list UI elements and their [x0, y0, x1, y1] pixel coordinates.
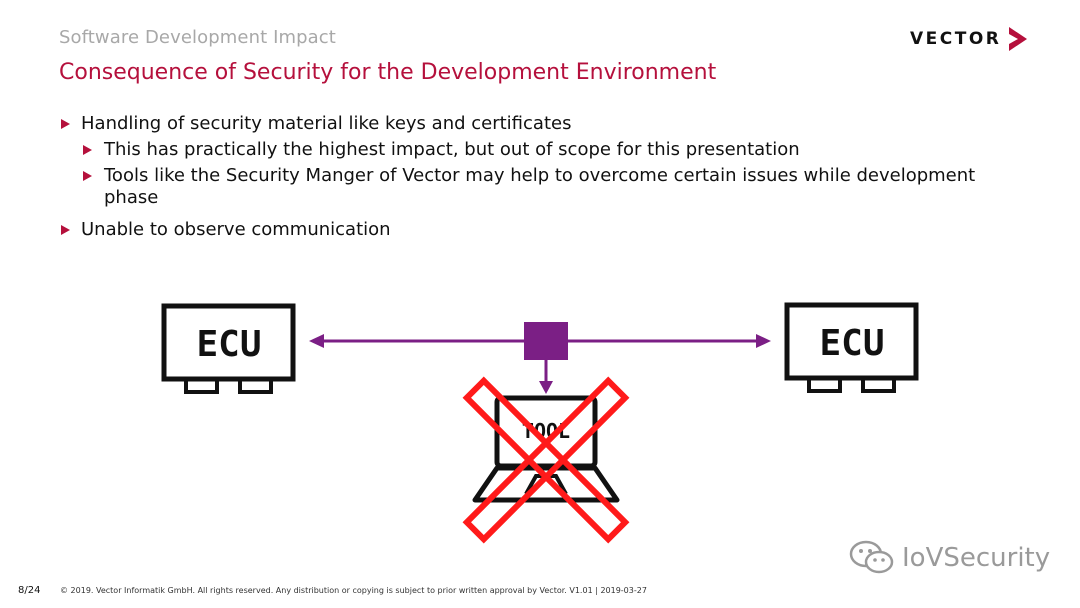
bullet-triangle-icon [61, 119, 70, 129]
bullet-text: This has practically the highest impact,… [104, 139, 800, 160]
ecu-left-label: ECU [196, 324, 261, 365]
bullet-item: Unable to observe communication [59, 219, 1019, 241]
vector-logo: VECTOR [910, 26, 1029, 52]
page-number: 8/24 [18, 585, 41, 596]
slide-title: Consequence of Security for the Developm… [59, 60, 717, 85]
logo-text: VECTOR [910, 29, 1002, 49]
sub-bullet-item: Tools like the Security Manger of Vector… [59, 165, 1019, 209]
chevron-right-icon [1009, 27, 1028, 51]
arrow-right-icon [756, 334, 771, 348]
bullet-triangle-icon [83, 171, 92, 181]
bullet-text: Handling of security material like keys … [81, 113, 572, 134]
tool-laptop: TOOL [472, 395, 620, 503]
bullet-list: Handling of security material like keys … [59, 113, 1019, 245]
ecu-left: ECU [161, 303, 296, 394]
wechat-icon [849, 540, 894, 574]
watermark: IoVSecurity [848, 538, 1050, 578]
ecu-right: ECU [784, 302, 919, 393]
tap-node [524, 322, 568, 360]
section-subtitle: Software Development Impact [59, 27, 336, 48]
bullet-triangle-icon [61, 225, 70, 235]
ecu-right-label: ECU [819, 323, 884, 364]
communication-bus [309, 322, 771, 394]
sub-bullet-item: This has practically the highest impact,… [59, 139, 1019, 161]
bullet-item: Handling of security material like keys … [59, 113, 1019, 135]
bullet-triangle-icon [83, 145, 92, 155]
watermark-text: IoVSecurity [902, 543, 1051, 573]
arrow-left-icon [309, 334, 324, 348]
copyright-notice: © 2019. Vector Informatik GmbH. All righ… [60, 586, 647, 595]
arrow-down-icon [539, 381, 553, 394]
bullet-text: Unable to observe communication [81, 219, 391, 240]
bullet-text: Tools like the Security Manger of Vector… [104, 165, 976, 208]
blocked-cross-icon [462, 376, 630, 544]
